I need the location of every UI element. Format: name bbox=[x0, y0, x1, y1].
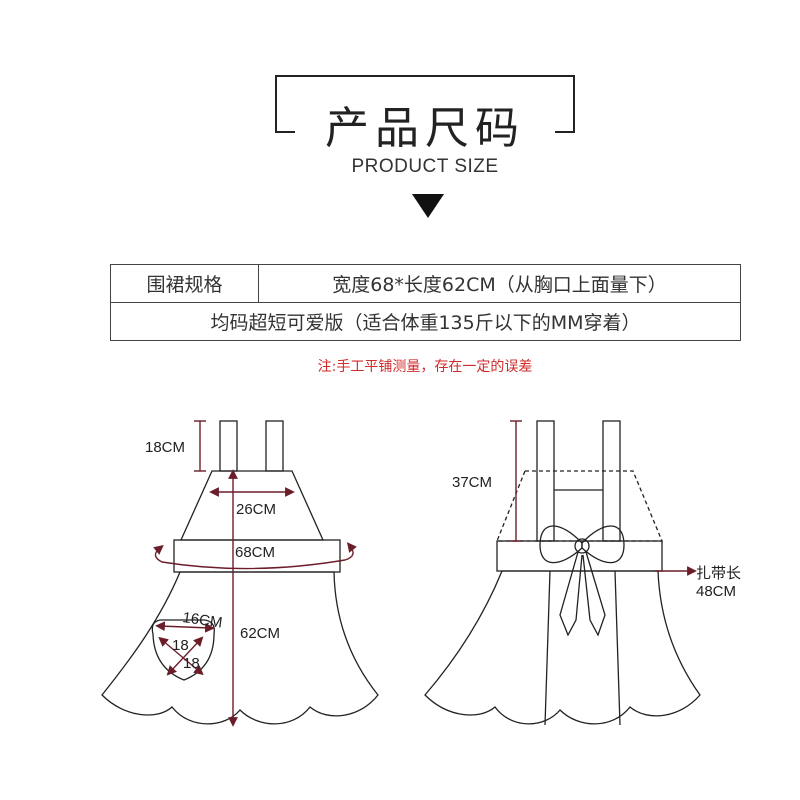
back-bow-right-wing bbox=[581, 525, 625, 564]
title-frame-right-line bbox=[573, 75, 575, 133]
front-length-label: 62CM bbox=[240, 625, 280, 642]
back-measurements bbox=[510, 420, 697, 576]
back-bow-right-tail bbox=[582, 551, 606, 637]
front-strap-label: 18CM bbox=[145, 439, 185, 456]
title-frame bbox=[275, 75, 575, 133]
front-pocket-side-b-label: 18 bbox=[183, 655, 200, 672]
spec-fit-note: 均码超短可爱版（适合体重135斤以下的MM穿着） bbox=[110, 302, 741, 341]
back-waistband bbox=[496, 540, 663, 572]
back-apron bbox=[424, 420, 701, 726]
title-frame-left-line bbox=[275, 75, 277, 133]
back-tie-label: 扎带长 bbox=[696, 565, 741, 582]
front-waist-label: 68CM bbox=[235, 544, 275, 561]
spec-row-fit: 均码超短可爱版（适合体重135斤以下的MM穿着） bbox=[110, 302, 741, 341]
front-right-strap bbox=[265, 420, 284, 472]
back-slit-right bbox=[614, 570, 621, 726]
back-skirt bbox=[424, 570, 701, 725]
back-left-strap bbox=[536, 420, 555, 542]
front-left-strap bbox=[219, 420, 238, 472]
front-skirt bbox=[101, 571, 379, 725]
spec-row-dimensions: 围裙规格 宽度68*长度62CM（从胸口上面量下） bbox=[110, 264, 741, 303]
front-pocket-side-a-label: 18 bbox=[172, 637, 189, 654]
back-bow-left-tail bbox=[559, 551, 583, 637]
back-strap-label: 37CM bbox=[452, 474, 492, 491]
back-bib-outline bbox=[496, 470, 663, 542]
front-top-width-label: 26CM bbox=[236, 501, 276, 518]
down-arrow-icon bbox=[412, 194, 444, 218]
size-spec-table: 围裙规格 宽度68*长度62CM（从胸口上面量下） 均码超短可爱版（适合体重13… bbox=[110, 264, 741, 341]
page-subtitle: PRODUCT SIZE bbox=[351, 156, 499, 177]
front-measurements bbox=[153, 420, 357, 727]
back-tie-length-label: 48CM bbox=[696, 583, 736, 600]
page-title: 产品尺码 bbox=[325, 103, 525, 154]
front-pocket-width-label: 16CM bbox=[181, 609, 223, 631]
back-slit-left bbox=[544, 570, 551, 726]
spec-value: 宽度68*长度62CM（从胸口上面量下） bbox=[258, 264, 741, 303]
front-pocket-width-line bbox=[155, 621, 215, 633]
back-right-strap bbox=[602, 420, 621, 542]
title-frame-top-line bbox=[275, 75, 575, 77]
front-apron bbox=[101, 420, 379, 725]
title-frame-bottom-right-tick bbox=[555, 131, 575, 133]
front-waist-curve bbox=[153, 542, 357, 570]
back-bow-knot bbox=[574, 538, 590, 554]
measurement-note: 注:手工平铺测量，存在一定的误差 bbox=[317, 359, 533, 375]
back-bow-left-wing bbox=[539, 525, 583, 564]
title-frame-bottom-left-tick bbox=[275, 131, 295, 133]
front-pocket-diag-b bbox=[166, 636, 204, 676]
